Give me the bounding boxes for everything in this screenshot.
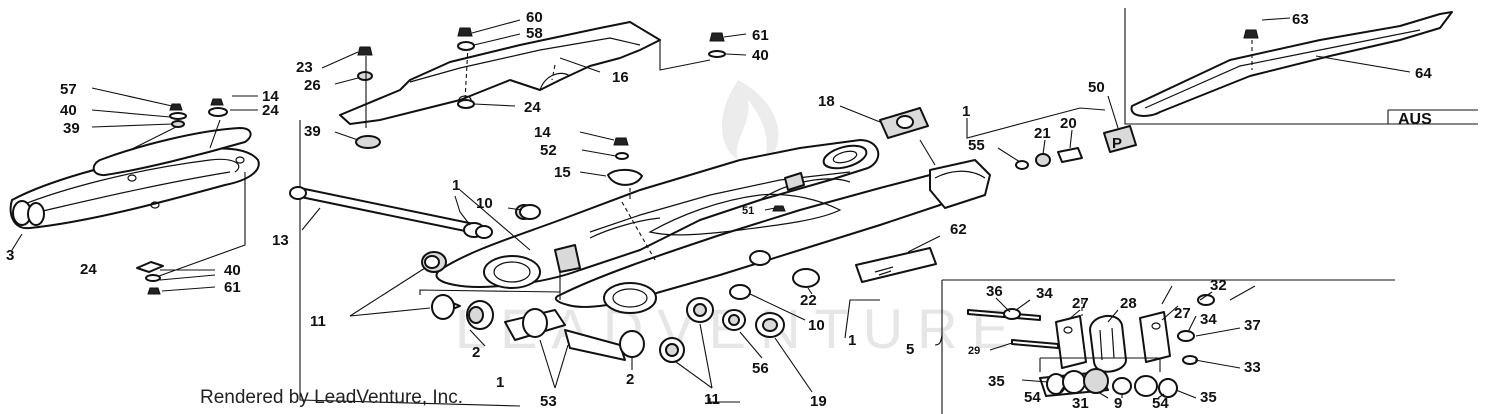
callout-27: 27 — [1072, 295, 1089, 312]
callout-64: 64 — [1415, 65, 1432, 82]
callout-61: 61 — [224, 279, 241, 296]
callout-21: 21 — [1034, 125, 1051, 142]
callout-16: 16 — [612, 69, 629, 86]
callout-40: 40 — [224, 262, 241, 279]
callout-24: 24 — [262, 102, 279, 119]
right-upper-parts: P — [772, 107, 1137, 212]
callout-39: 39 — [63, 120, 80, 137]
callout-50: 50 — [1088, 79, 1105, 96]
callout-28: 28 — [1120, 295, 1137, 312]
callout-1: 1 — [962, 103, 970, 120]
callout-61: 61 — [752, 27, 769, 44]
callout-5: 5 — [906, 341, 914, 358]
callout-36: 36 — [986, 283, 1003, 300]
callout-35: 35 — [1200, 389, 1217, 406]
callout-22: 22 — [800, 292, 817, 309]
callout-24: 24 — [80, 261, 97, 278]
callout-57: 57 — [60, 81, 77, 98]
callout-55: 55 — [968, 137, 985, 154]
callout-34: 34 — [1200, 311, 1217, 328]
callout-52: 52 — [540, 142, 557, 159]
callout-62: 62 — [950, 221, 967, 238]
callout-14: 14 — [262, 88, 279, 105]
callout-1: 1 — [452, 177, 460, 194]
aus-label: AUS — [1398, 111, 1432, 128]
callout-53: 53 — [540, 393, 557, 410]
callout-14: 14 — [534, 124, 551, 141]
pivot-bushings — [421, 204, 785, 363]
callout-26: 26 — [304, 77, 321, 94]
left-fasteners — [136, 98, 228, 295]
callout-51: 51 — [742, 205, 754, 217]
callout-9: 9 — [1114, 395, 1122, 412]
callout-33: 33 — [1244, 359, 1261, 376]
callout-34: 34 — [1036, 285, 1053, 302]
callout-23: 23 — [296, 59, 313, 76]
callout-18: 18 — [818, 93, 835, 110]
callout-13: 13 — [272, 232, 289, 249]
callout-40: 40 — [60, 102, 77, 119]
callout-1: 1 — [848, 332, 856, 349]
block-and-plug — [792, 247, 937, 288]
callout-1: 1 — [496, 374, 504, 391]
callout-35: 35 — [988, 373, 1005, 390]
callout-2: 2 — [626, 371, 634, 388]
callout-56: 56 — [752, 360, 769, 377]
callout-10: 10 — [808, 317, 825, 334]
pivot-shaft-part — [289, 186, 493, 239]
render-credit: Rendered by LeadVenture, Inc. — [200, 387, 463, 408]
callout-labels: 57 40 39 14 24 3 24 40 61 13 60 58 23 26… — [6, 9, 1432, 412]
callout-20: 20 — [1060, 115, 1077, 132]
callout-31: 31 — [1072, 395, 1089, 412]
callout-37: 37 — [1244, 317, 1261, 334]
callout-63: 63 — [1292, 11, 1309, 28]
callout-11: 11 — [310, 313, 326, 330]
callout-32: 32 — [1210, 277, 1227, 294]
aus-inset — [1124, 8, 1478, 125]
svg-text:P: P — [1112, 135, 1122, 152]
callout-10: 10 — [476, 195, 493, 212]
callout-11: 11 — [704, 391, 720, 408]
callout-2: 2 — [472, 344, 480, 361]
swingarm-part — [435, 139, 991, 314]
callout-60: 60 — [526, 9, 543, 26]
callout-58: 58 — [526, 25, 543, 42]
callout-39: 39 — [304, 123, 321, 140]
callout-29: 29 — [968, 345, 980, 357]
callout-27: 27 — [1174, 305, 1191, 322]
callout-15: 15 — [554, 164, 571, 181]
upper-fasteners — [355, 27, 726, 149]
callout-40: 40 — [752, 47, 769, 64]
callout-24: 24 — [524, 99, 541, 116]
chain-clip-parts — [607, 137, 643, 186]
callout-54: 54 — [1152, 395, 1169, 412]
callout-3: 3 — [6, 247, 14, 264]
chain-guide-part — [9, 127, 260, 230]
callout-19: 19 — [810, 393, 827, 410]
callout-54: 54 — [1024, 389, 1041, 406]
